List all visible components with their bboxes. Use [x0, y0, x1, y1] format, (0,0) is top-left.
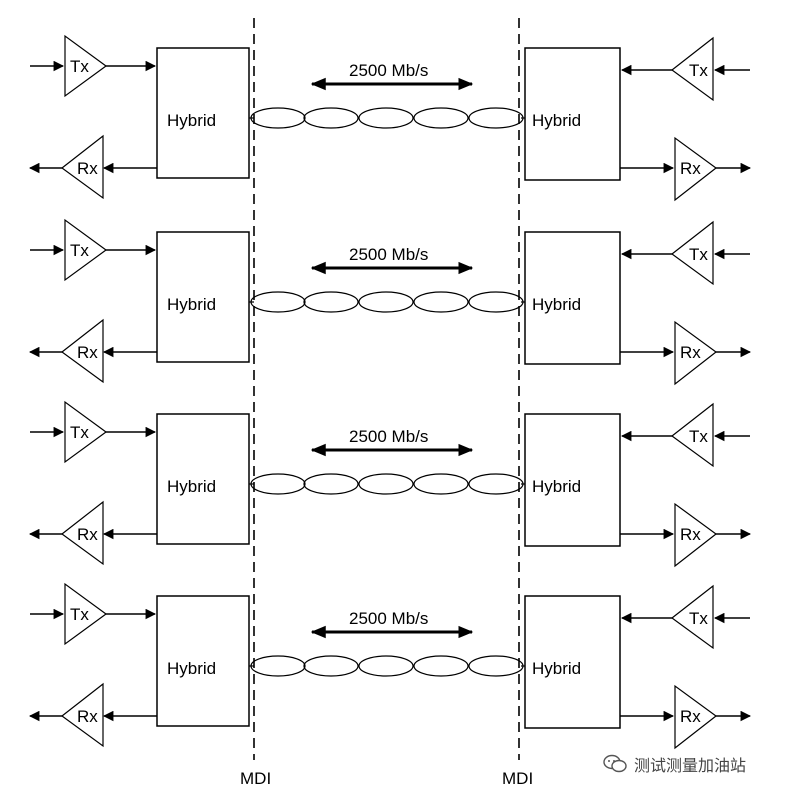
hybrid-label-left: Hybrid: [167, 111, 216, 130]
rx-label-left: Rx: [77, 159, 98, 178]
rate-label: 2500 Mb/s: [349, 609, 428, 628]
rate-label: 2500 Mb/s: [349, 427, 428, 446]
twisted-pair-loop: [358, 473, 414, 495]
watermark: 测试测量加油站: [602, 752, 746, 776]
hybrid-label-right: Hybrid: [532, 477, 581, 496]
tx-label-right: Tx: [689, 427, 708, 446]
twisted-pair-loop: [250, 473, 306, 495]
rx-label-left: Rx: [77, 707, 98, 726]
tx-label-right: Tx: [689, 609, 708, 628]
twisted-pair-loop: [250, 655, 306, 677]
rx-label-right: Rx: [680, 525, 701, 544]
tx-amplifier-right: [671, 584, 714, 650]
hybrid-box-left: [156, 595, 250, 727]
twisted-pair-loop: [413, 291, 469, 313]
tx-amplifier-right: [671, 402, 714, 468]
hybrid-label-left: Hybrid: [167, 295, 216, 314]
tx-label-right: Tx: [689, 61, 708, 80]
rx-label-right: Rx: [680, 707, 701, 726]
hybrid-label-left: Hybrid: [167, 659, 216, 678]
hybrid-box-left: [156, 413, 250, 545]
hybrid-label-right: Hybrid: [532, 659, 581, 678]
tx-amplifier-right: [671, 220, 714, 286]
twisted-pair-loop: [468, 107, 524, 129]
twisted-pair-loop: [303, 473, 359, 495]
twisted-pair-loop: [358, 291, 414, 313]
rx-label-left: Rx: [77, 343, 98, 362]
mdi-label-right: MDI: [502, 769, 533, 788]
twisted-pair-loop: [250, 291, 306, 313]
tx-amplifier-right: [671, 36, 714, 102]
wechat-logo-icon: [603, 754, 627, 773]
twisted-pair-loop: [250, 107, 306, 129]
hybrid-label-right: Hybrid: [532, 111, 581, 130]
tx-amplifier-left: [64, 218, 108, 282]
twisted-pair-loop: [413, 655, 469, 677]
twisted-pair-loop: [358, 655, 414, 677]
rx-amplifier-right: [674, 136, 717, 202]
rx-amplifier-right: [674, 320, 717, 386]
twisted-pair-loop: [303, 107, 359, 129]
rx-label-right: Rx: [680, 343, 701, 362]
tx-label-left: Tx: [70, 423, 89, 442]
twisted-pair-loop: [358, 107, 414, 129]
tx-label-left: Tx: [70, 57, 89, 76]
rx-label-right: Rx: [680, 159, 701, 178]
twisted-pair-loop: [468, 655, 524, 677]
twisted-pair-loop: [303, 655, 359, 677]
watermark-text: 测试测量加油站: [634, 756, 747, 775]
hybrid-box-right: [524, 231, 621, 365]
rate-label: 2500 Mb/s: [349, 61, 428, 80]
hybrid-label-left: Hybrid: [167, 477, 216, 496]
hybrid-box-right: [524, 47, 621, 181]
hybrid-box-left: [156, 47, 250, 179]
twisted-pair-loop: [413, 473, 469, 495]
hybrid-box-left: [156, 231, 250, 363]
rate-label: 2500 Mb/s: [349, 245, 428, 264]
rx-amplifier-right: [674, 684, 717, 750]
rx-label-left: Rx: [77, 525, 98, 544]
twisted-pair-loop: [468, 473, 524, 495]
twisted-pair-loop: [468, 291, 524, 313]
hybrid-box-right: [524, 413, 621, 547]
hybrid-label-right: Hybrid: [532, 295, 581, 314]
tx-amplifier-left: [64, 34, 108, 98]
hybrid-box-right: [524, 595, 621, 729]
tx-label-left: Tx: [70, 605, 89, 624]
tx-amplifier-left: [64, 582, 108, 646]
twisted-pair-loop: [303, 291, 359, 313]
rx-amplifier-right: [674, 502, 717, 568]
mdi-label-left: MDI: [240, 769, 271, 788]
tx-label-right: Tx: [689, 245, 708, 264]
tx-amplifier-left: [64, 400, 108, 464]
twisted-pair-loop: [413, 107, 469, 129]
tx-label-left: Tx: [70, 241, 89, 260]
